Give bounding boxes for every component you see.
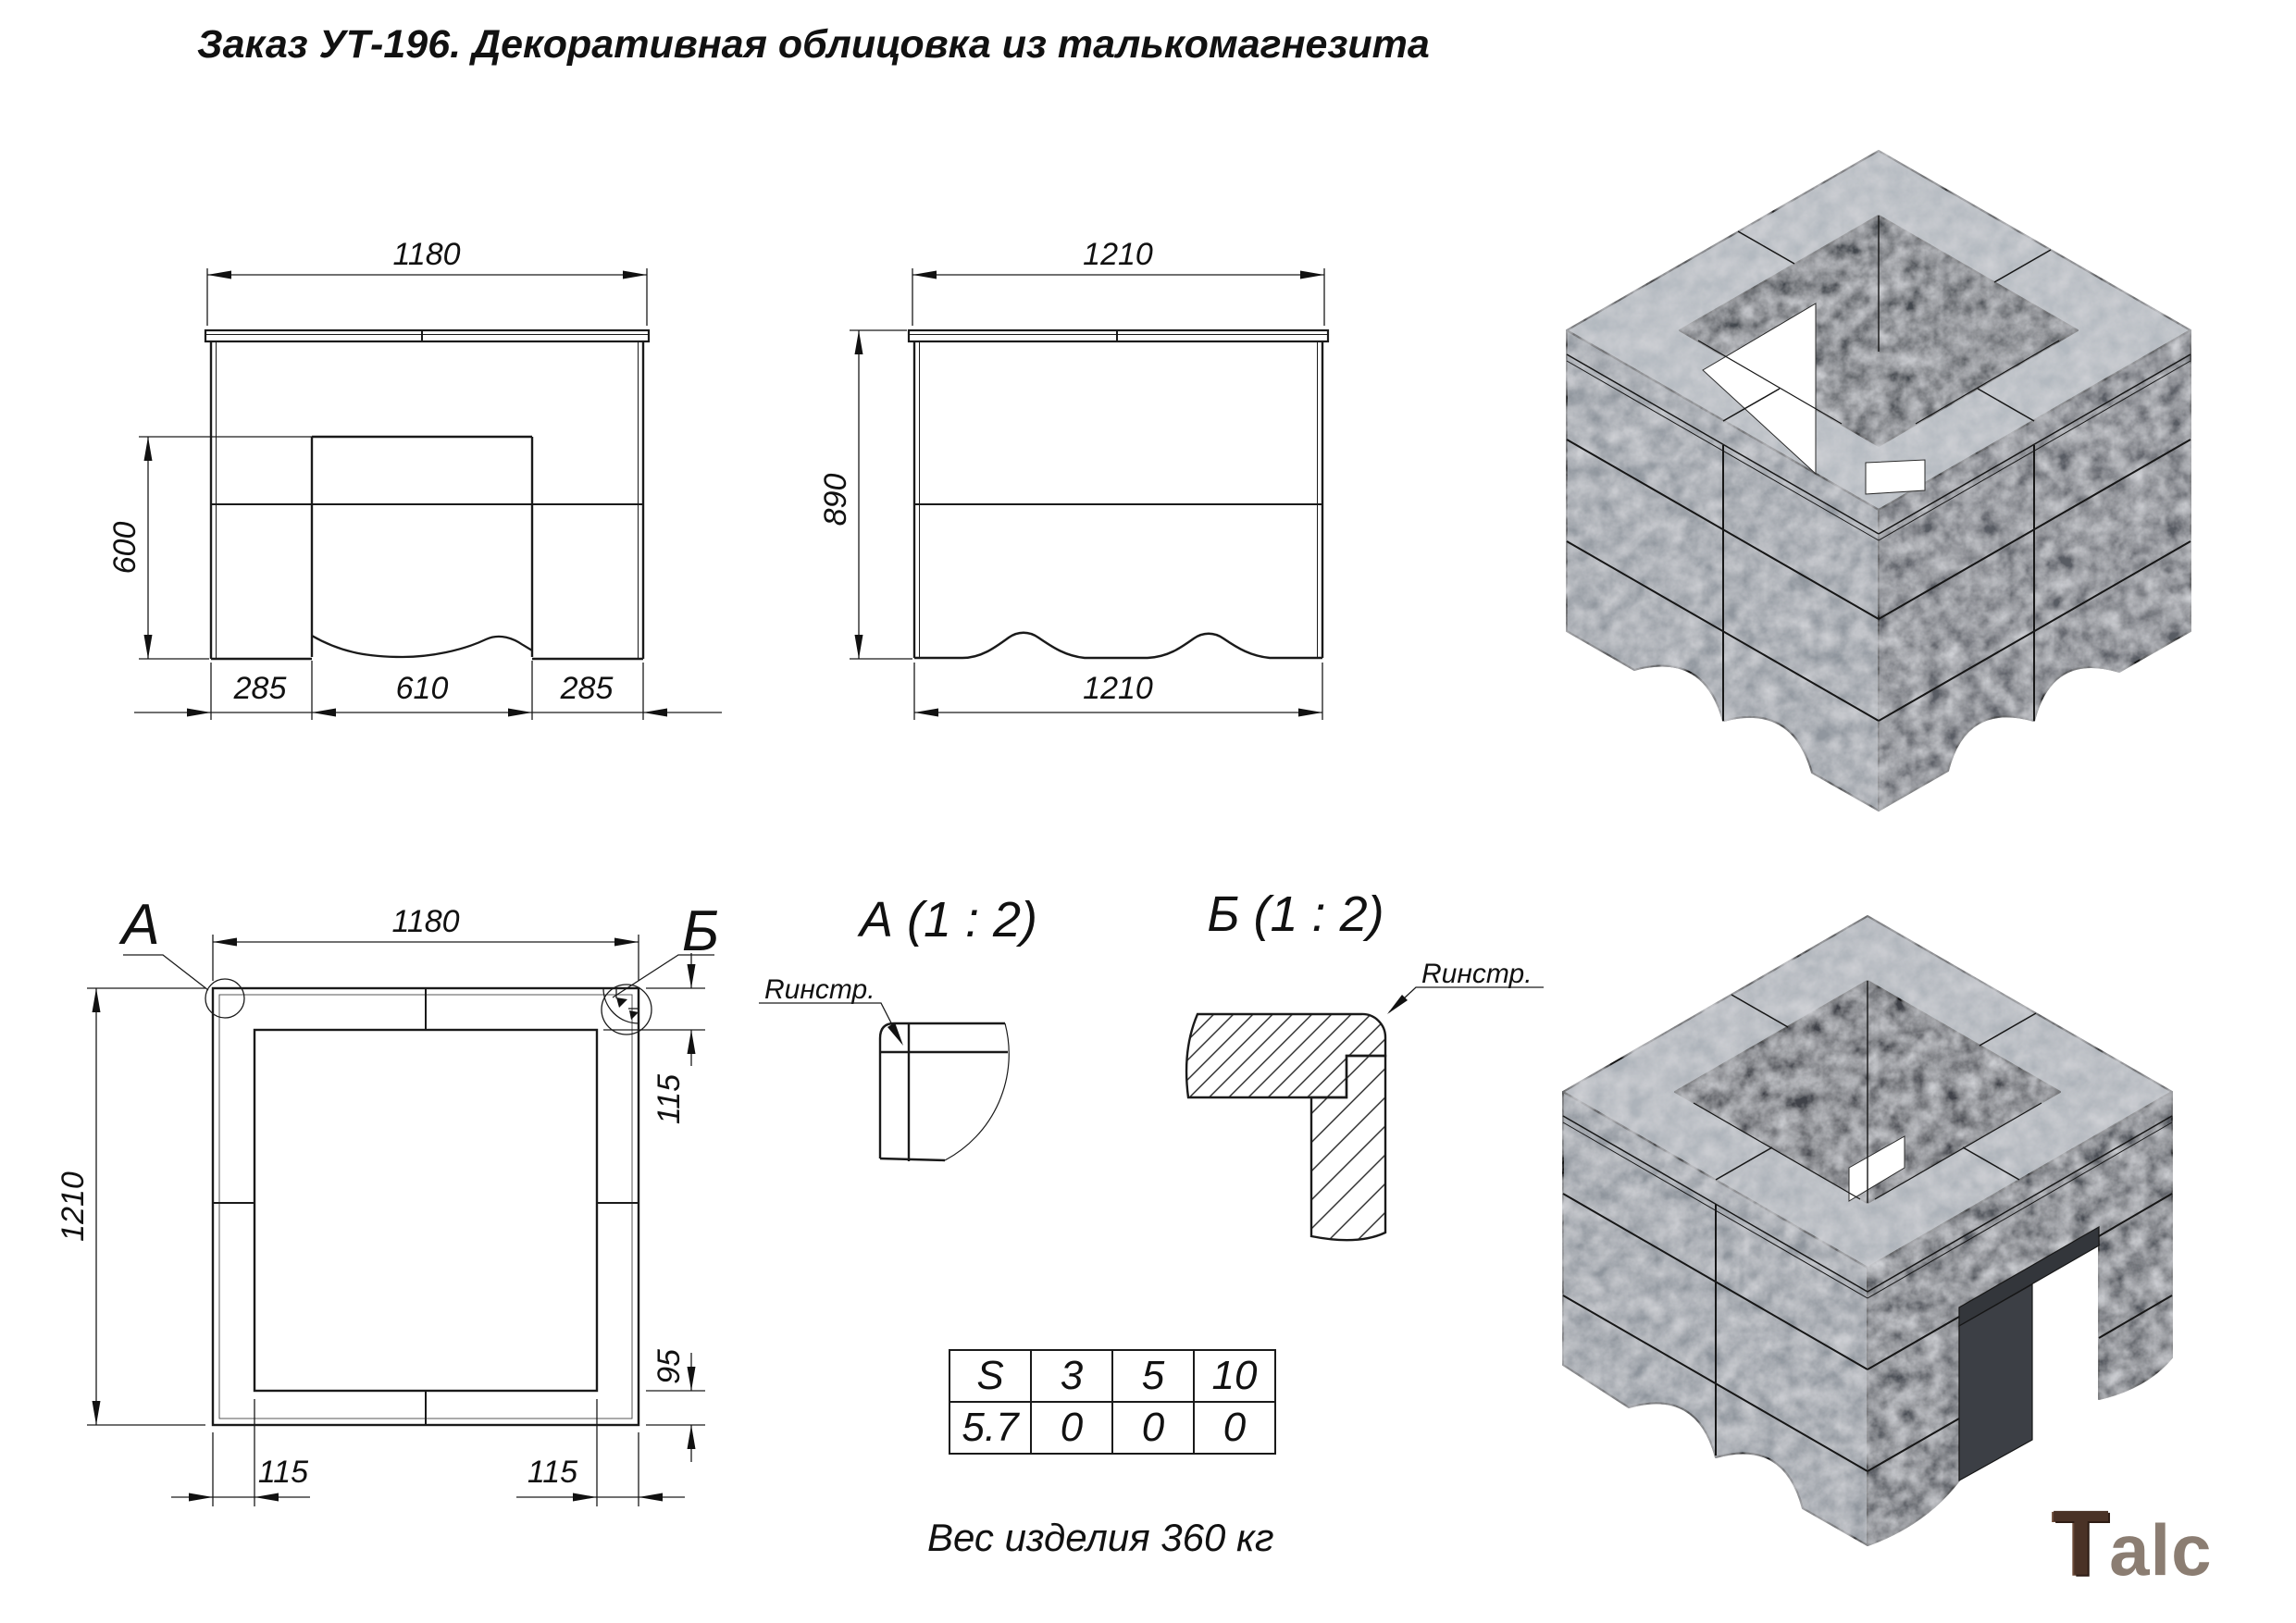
detail-b-leader [1388, 986, 1544, 1013]
leader-b [612, 954, 714, 998]
detail-b-title: Б (1 : 2) [1207, 886, 1384, 942]
dim-label-plan-115-tr: 115 [652, 1074, 687, 1124]
detail-b-radius-label: Rинстр. [1421, 959, 1533, 989]
surface-table: S 3 5 10 5.7 0 0 0 [949, 1349, 1276, 1455]
side-view: 1210 890 1210 [818, 237, 1330, 720]
page-title: Заказ УТ-196. Декоративная облицовка из … [197, 22, 1430, 67]
detail-a: А (1 : 2) Rинстр. [759, 892, 1037, 1162]
side-wavy-edge [914, 631, 1322, 660]
dim-label-front-width: 1180 [392, 237, 460, 272]
logo-letters-alc: alc [2109, 1509, 2213, 1591]
detail-a-marker [205, 978, 245, 1019]
detail-b-marker [601, 984, 652, 1035]
weight-note: Вес изделия 360 кг [927, 1516, 1274, 1559]
table-cell-5: 5 [1111, 1349, 1195, 1403]
table-header-row: S 3 5 10 [949, 1349, 1276, 1403]
front-view: 1180 600 285 6 [107, 237, 722, 720]
detail-b-letter: Б [682, 899, 719, 963]
front-dim-bottom [134, 661, 722, 720]
dim-label-plan-width: 1180 [391, 904, 459, 939]
plan-dim-95 [646, 1353, 705, 1462]
logo-letter-t: T [2053, 1492, 2110, 1595]
plan-dim-115-tr [603, 953, 705, 1066]
plan-dim-115-br [516, 1399, 685, 1506]
dim-label-side-top: 1210 [1083, 237, 1153, 272]
table-cell-3: 3 [1030, 1349, 1113, 1403]
side-dim-bottom [913, 663, 1323, 720]
detail-a-title: А (1 : 2) [857, 892, 1037, 948]
leader-a [123, 954, 209, 991]
side-dim-top [912, 268, 1325, 326]
table-value-row: 5.7 0 0 0 [949, 1401, 1276, 1455]
dim-label-front-right: 285 [560, 671, 614, 706]
dim-label-plan-height: 1210 [56, 1171, 91, 1242]
table-cell-s-value: 5.7 [949, 1401, 1032, 1455]
detail-a-letter: А [118, 893, 159, 957]
dim-label-front-height: 600 [107, 522, 143, 575]
front-dim-height [139, 436, 312, 660]
dim-label-front-center: 610 [396, 671, 449, 706]
dim-label-plan-95: 95 [652, 1349, 687, 1384]
front-wavy-edge [311, 635, 533, 659]
detail-a-radius-label: Rинстр. [764, 974, 875, 1005]
dim-label-side-bottom: 1210 [1083, 671, 1153, 706]
plan-dim-115-bl [171, 1399, 310, 1506]
front-dim-width [206, 268, 648, 326]
table-cell-5-value: 0 [1111, 1401, 1195, 1455]
front-cap [204, 328, 651, 343]
detail-b-wall-section [1309, 1054, 1387, 1242]
plan-dim-height [87, 987, 205, 1426]
detail-b: Б (1 : 2) Rинстр. [1185, 886, 1544, 1242]
plan-dim-width [212, 935, 639, 981]
plan-view: А Б 1180 1210 [56, 893, 719, 1506]
plan-inner [253, 1028, 599, 1393]
table-cell-s: S [949, 1349, 1032, 1403]
iso-view-bottom [1562, 915, 2173, 1546]
side-cap [907, 328, 1330, 343]
iso-view-top [1566, 150, 2191, 812]
plan-outer [211, 986, 640, 1427]
side-dim-height [850, 329, 912, 660]
table-cell-10-value: 0 [1193, 1401, 1276, 1455]
dim-label-front-left: 285 [233, 671, 287, 706]
table-cell-3-value: 0 [1030, 1401, 1113, 1455]
dim-label-plan-115-br: 115 [527, 1455, 577, 1490]
detail-a-boundary [944, 1022, 1010, 1161]
table-cell-10: 10 [1193, 1349, 1276, 1403]
dim-label-side-height: 890 [818, 474, 853, 527]
dim-label-plan-115-bl: 115 [258, 1455, 308, 1490]
